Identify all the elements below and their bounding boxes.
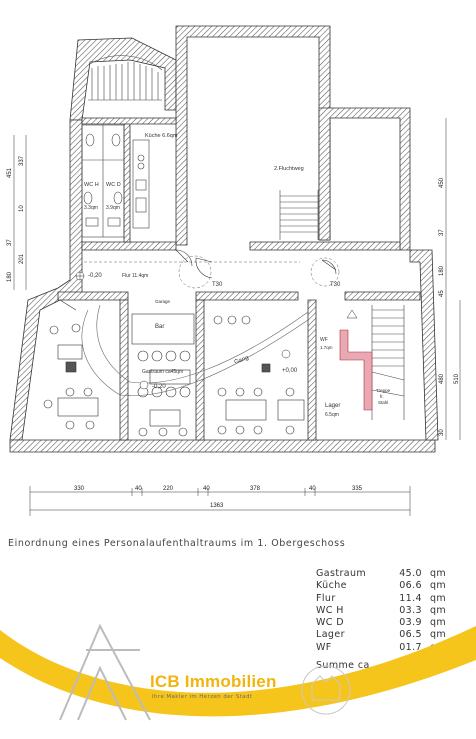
area-name: WC D bbox=[316, 617, 344, 629]
label-wc-h-area: 3.3qm bbox=[84, 205, 98, 211]
plan-caption: Einordnung eines Personalaufenthaltraums… bbox=[8, 538, 346, 549]
gang-path bbox=[81, 304, 309, 396]
doors bbox=[59, 249, 337, 311]
level-markers bbox=[75, 271, 358, 390]
stair-fluchtweg bbox=[279, 190, 319, 240]
label-wc-d: WC D bbox=[106, 182, 121, 188]
label-garage: Garage bbox=[155, 299, 171, 304]
area-unit: qm bbox=[430, 629, 447, 641]
dim-left-2: 337 bbox=[19, 155, 25, 166]
dim-left-3: 10 bbox=[19, 205, 25, 212]
area-unit: qm bbox=[430, 617, 447, 629]
dim-bottom-2: 40 bbox=[135, 486, 142, 492]
label-level-zero: +0,00 bbox=[282, 368, 298, 374]
label-gastraum: Gastraum ca45qm bbox=[142, 369, 183, 375]
area-value: 06.5 bbox=[399, 629, 422, 641]
label-wf: WF bbox=[320, 337, 328, 343]
area-unit: qm bbox=[430, 604, 447, 616]
stair-top-left bbox=[88, 55, 163, 101]
label-kueche: Küche 6.6qm bbox=[145, 133, 178, 139]
dim-left-4: 37 bbox=[7, 239, 13, 246]
area-unit: qm bbox=[430, 592, 447, 604]
brand-name: ICB Immobilien bbox=[150, 672, 277, 691]
label-flur: Flur 11.4qm bbox=[122, 273, 148, 279]
seal-icon bbox=[301, 665, 351, 715]
area-name: Flur bbox=[316, 592, 336, 604]
dim-left-5: 201 bbox=[19, 253, 25, 264]
dim-left-1: 451 bbox=[7, 167, 13, 178]
kitchen-counter bbox=[132, 139, 150, 229]
label-treppe: Treppe bbox=[376, 388, 391, 393]
dim-right-1: 450 bbox=[439, 177, 445, 188]
area-value: 03.3 bbox=[399, 604, 422, 616]
area-value: 03.9 bbox=[399, 617, 422, 629]
area-row-wc-d: WC D 03.9 qm bbox=[316, 617, 458, 629]
label-lager-area: 6.5qm bbox=[325, 412, 339, 418]
area-row-gastraum: Gastraum 45.0 qm bbox=[316, 568, 458, 580]
area-name: Küche bbox=[316, 580, 347, 592]
label-level-gast: -0,20 bbox=[152, 384, 166, 390]
logo-mark bbox=[59, 623, 151, 721]
area-row-lager: Lager 06.5 qm bbox=[316, 629, 458, 641]
yellow-swoosh bbox=[0, 626, 476, 717]
area-name: Lager bbox=[316, 629, 345, 641]
dim-total: 1363 bbox=[210, 503, 224, 509]
area-value: 45.0 bbox=[399, 568, 422, 579]
dim-lines-left bbox=[13, 135, 27, 290]
area-row-flur: Flur 11.4 qm bbox=[316, 593, 458, 605]
area-value: 11.4 bbox=[399, 592, 422, 604]
dim-bottom-6: 40 bbox=[309, 486, 316, 492]
label-wc-h: WC H bbox=[84, 182, 99, 188]
wc-fixtures bbox=[81, 124, 125, 238]
label-t30-right: T30 bbox=[330, 282, 341, 288]
label-treppe-2: fr. bbox=[380, 394, 384, 399]
dim-right-7: 30 bbox=[439, 429, 445, 436]
area-unit: qm bbox=[430, 580, 447, 592]
label-fluchtweg: 2.Fluchtweg bbox=[274, 166, 304, 172]
dim-left-6: 180 bbox=[7, 271, 13, 282]
dim-right-2: 37 bbox=[439, 229, 445, 236]
dim-lines-bottom bbox=[29, 486, 411, 516]
area-value: 01.7 bbox=[399, 641, 422, 653]
dim-bottom-1: 330 bbox=[74, 486, 85, 492]
furniture bbox=[43, 313, 305, 437]
area-row-kueche: Küche 06.6 qm bbox=[316, 580, 458, 592]
area-name: WC H bbox=[316, 604, 344, 616]
dim-bottom-4: 40 bbox=[203, 486, 210, 492]
label-level-flur: -0,20 bbox=[88, 273, 102, 279]
label-bar: Bar bbox=[155, 324, 164, 330]
label-treppe-3: Stahl bbox=[378, 400, 388, 405]
label-wc-d-area: 3.9qm bbox=[106, 205, 120, 211]
dim-bottom-3: 220 bbox=[163, 486, 174, 492]
label-gang: Gang bbox=[234, 355, 250, 366]
area-name: Gastraum bbox=[316, 568, 367, 579]
dim-right-4: 45 bbox=[439, 290, 445, 297]
label-t30-left: T30 bbox=[212, 282, 223, 288]
dim-lines-right bbox=[445, 118, 461, 440]
label-lager: Lager bbox=[325, 403, 340, 409]
area-row-wc-h: WC H 03.3 qm bbox=[316, 605, 458, 617]
dim-bottom-5: 378 bbox=[250, 486, 261, 492]
dim-right-3: 180 bbox=[439, 265, 445, 276]
dim-right-5: 480 bbox=[439, 373, 445, 384]
footer-graphic bbox=[0, 623, 476, 721]
floor-plan: Küche 6.6qm 2.Fluchtweg WC H 3.3qm WC D … bbox=[7, 25, 461, 516]
walls bbox=[9, 25, 439, 453]
brand-tagline: Ihre Makler im Herzen der Stadt bbox=[152, 694, 253, 700]
dim-bottom-7: 335 bbox=[352, 486, 363, 492]
area-unit: qm bbox=[430, 568, 447, 579]
area-name: WF bbox=[316, 641, 332, 653]
area-value: 06.6 bbox=[399, 580, 422, 592]
dim-right-6: 510 bbox=[454, 373, 460, 384]
flur-path bbox=[84, 255, 340, 289]
label-wf-area: 1.7qm bbox=[320, 345, 333, 350]
sum-label: Summe ca. bbox=[316, 660, 374, 672]
steel-stair bbox=[339, 329, 373, 411]
